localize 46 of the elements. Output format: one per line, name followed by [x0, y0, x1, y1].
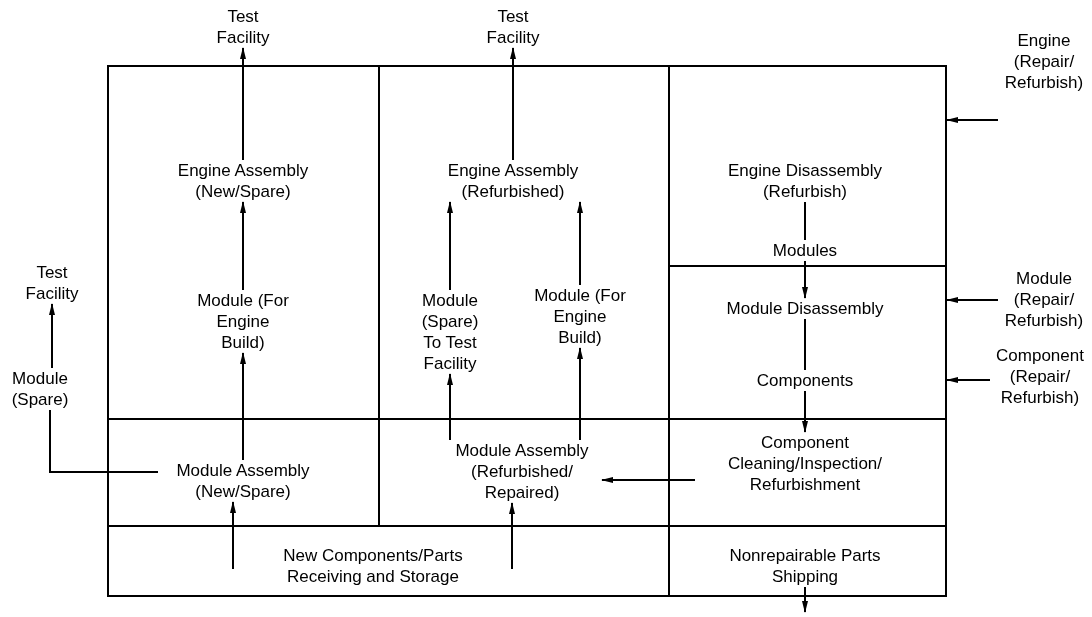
arrow	[802, 260, 808, 299]
area-label: Module Disassembly	[705, 298, 905, 319]
area-label: Modules	[765, 240, 845, 261]
arrow	[447, 373, 453, 441]
area-label: Component (Repair/ Refurbish)	[990, 345, 1090, 408]
area-label: Test Facility	[17, 262, 87, 304]
area-label: Module (Spare)	[1, 368, 79, 410]
area-label: Engine Assembly (Refurbished)	[428, 160, 598, 202]
arrow	[946, 297, 999, 303]
area-label: Components	[745, 370, 865, 391]
area-label: Module (Repair/ Refurbish)	[998, 268, 1090, 331]
room-box	[107, 525, 670, 597]
arrow	[240, 201, 246, 291]
arrow	[510, 47, 516, 161]
arrow	[802, 586, 808, 613]
area-label: Engine (Repair/ Refurbish)	[998, 30, 1090, 93]
area-label: Test Facility	[208, 6, 278, 48]
arrow	[946, 117, 999, 123]
arrow	[509, 502, 515, 570]
area-label: Test Facility	[478, 6, 548, 48]
area-label: Engine Assembly (New/Spare)	[158, 160, 328, 202]
arrow	[240, 352, 246, 461]
connector-line	[804, 201, 806, 241]
area-label: New Components/Parts Receiving and Storage	[225, 545, 521, 587]
room-box	[668, 525, 947, 597]
area-label: Component Cleaning/Inspection/ Refurbishment	[695, 432, 915, 495]
area-label: Nonrepairable Parts Shipping	[715, 545, 895, 587]
connector-line	[49, 409, 159, 473]
room-box	[668, 65, 947, 267]
area-label: Engine Disassembly (Refurbish)	[705, 160, 905, 202]
arrow	[946, 377, 991, 383]
arrow	[230, 501, 236, 570]
arrow	[577, 347, 583, 441]
connector-line	[804, 318, 806, 371]
area-label: Module (Spare) To Test Facility	[412, 290, 488, 374]
room-box	[107, 65, 380, 420]
area-label: Module Assembly (New/Spare)	[158, 460, 328, 502]
arrow	[802, 390, 808, 433]
arrow	[447, 201, 453, 291]
arrow	[577, 201, 583, 286]
area-label: Module (For Engine Build)	[530, 285, 630, 348]
arrow	[601, 477, 696, 483]
arrow	[240, 47, 246, 161]
arrow	[49, 303, 55, 369]
area-label: Module (For Engine Build)	[193, 290, 293, 353]
area-label: Module Assembly (Refurbished/ Repaired)	[442, 440, 602, 503]
